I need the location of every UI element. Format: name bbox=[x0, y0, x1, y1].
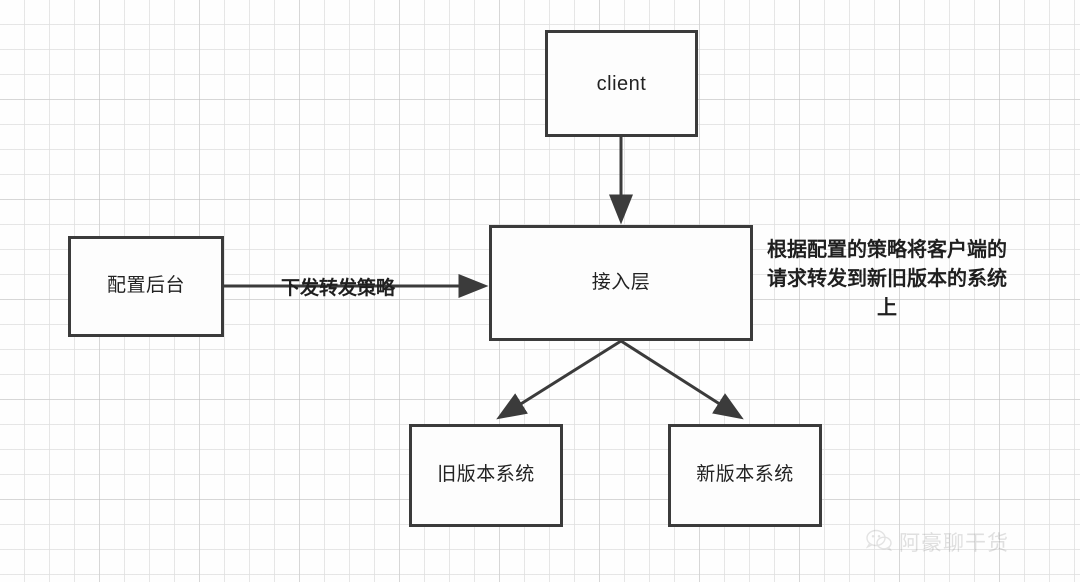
node-new-version-system-label: 新版本系统 bbox=[696, 464, 794, 486]
edge-access-to-old bbox=[496, 339, 622, 420]
node-new-version-system[interactable]: 新版本系统 bbox=[668, 424, 822, 527]
node-config-backend[interactable]: 配置后台 bbox=[68, 236, 224, 337]
node-client[interactable]: client bbox=[545, 30, 698, 137]
edge-access-to-new bbox=[620, 339, 744, 420]
watermark-text: 阿豪聊干货 bbox=[899, 532, 1009, 555]
node-old-version-system[interactable]: 旧版本系统 bbox=[409, 424, 563, 527]
watermark: 阿豪聊干货 bbox=[865, 527, 1009, 557]
node-access-layer-label: 接入层 bbox=[591, 271, 651, 293]
annotation-forward-note: 根据配置的策略将客户端的请求转发到新旧版本的系统上 bbox=[767, 239, 1007, 319]
node-access-layer[interactable]: 接入层 bbox=[489, 225, 753, 341]
node-client-label: client bbox=[596, 72, 647, 95]
node-old-version-system-label: 旧版本系统 bbox=[437, 464, 535, 486]
node-config-backend-label: 配置后台 bbox=[106, 275, 185, 297]
wechat-icon bbox=[865, 529, 893, 556]
edge-label-distribute-policy: 下发转发策略 bbox=[281, 278, 396, 299]
